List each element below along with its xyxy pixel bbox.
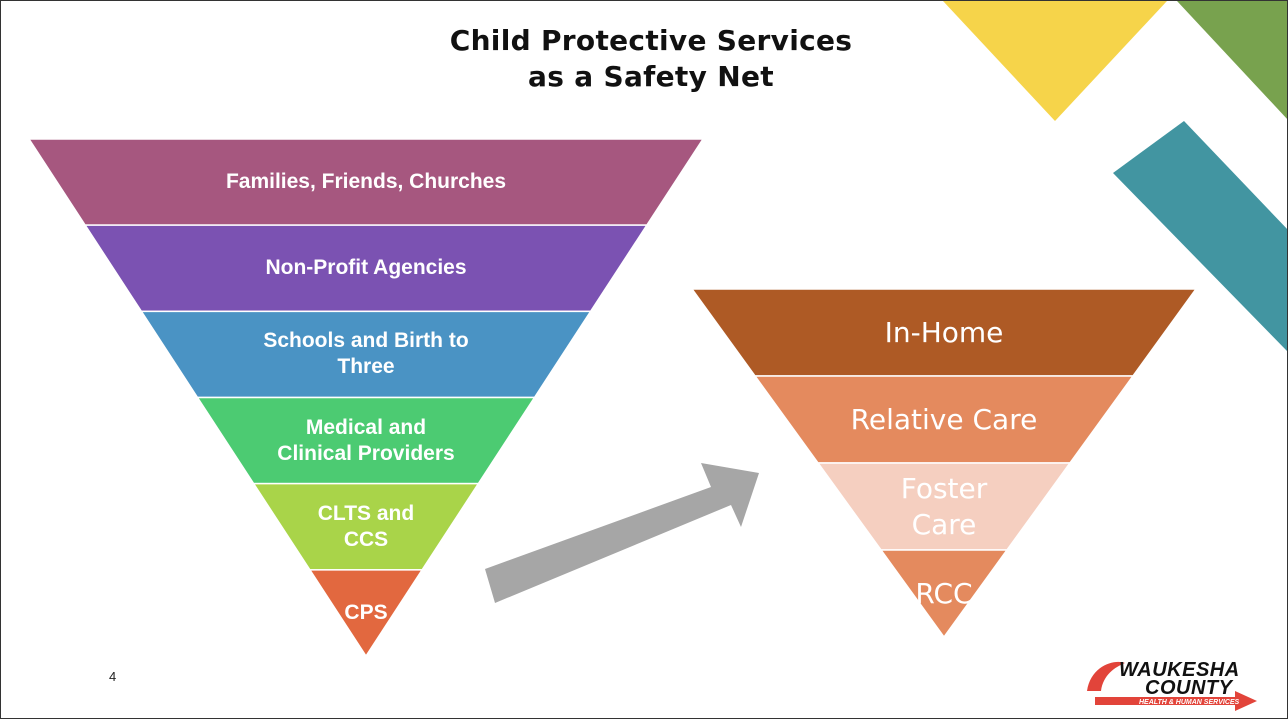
- left-tier-4-line-1: Medical and: [305, 415, 427, 439]
- logo-arrow-shape: [1095, 691, 1257, 711]
- right-tier-4: [879, 549, 1009, 639]
- left-tier-label-2: Non-Profit Agencies: [141, 225, 590, 311]
- right-tier-label-1: In-Home: [755, 289, 1133, 376]
- arrow-shape: [485, 463, 759, 603]
- logo-line-2: COUNTY: [1145, 677, 1233, 699]
- left-tier-label-6: CPS: [326, 570, 406, 656]
- logo-line-1: WAUKESHA: [1119, 659, 1240, 681]
- right-tier-label-4: RCC: [904, 550, 984, 637]
- county-logo: WAUKESHA COUNTY HEALTH & HUMAN SERVICES: [1085, 657, 1263, 713]
- right-tier-text-1: In-Home: [885, 315, 1004, 351]
- page-number: 4: [109, 669, 117, 684]
- title-line-1: Child Protective Services: [449, 24, 853, 57]
- logo-subtitle: HEALTH & HUMAN SERVICES: [1139, 699, 1240, 706]
- right-tier-4-line-1: RCC: [915, 576, 973, 610]
- left-tier-4-line-2: Clinical Providers: [277, 441, 455, 465]
- right-tier-3-line-2: Care: [911, 507, 977, 541]
- left-tier-1-line-1: Families, Friends, Churches: [225, 170, 507, 194]
- right-tier-text-2: Relative Care: [851, 402, 1038, 438]
- left-tier-3-line-2: Three: [337, 355, 395, 379]
- yellow-triangle-shape: [943, 1, 1167, 121]
- left-tier-text-1: Families, Friends, Churches: [226, 169, 506, 195]
- left-tier-label-1: Families, Friends, Churches: [85, 139, 647, 225]
- right-tier-text-4: RCC: [915, 576, 972, 612]
- slide-title: Child Protective Services as a Safety Ne…: [381, 23, 921, 95]
- right-tier-2-line-1: Relative Care: [850, 402, 1038, 436]
- left-tier-6: [308, 569, 424, 658]
- right-tier-3-line-1: Foster: [900, 471, 988, 505]
- left-tier-3-line-1: Schools and Birth to: [263, 329, 469, 353]
- teal-band-shape: [1113, 121, 1287, 351]
- left-tier-6-line-1: CPS: [344, 600, 388, 624]
- left-tier-text-2: Non-Profit Agencies: [265, 255, 466, 281]
- right-tier-1-line-1: In-Home: [884, 315, 1004, 349]
- right-tier-label-2: Relative Care: [818, 376, 1070, 463]
- left-tier-text-6: CPS: [344, 600, 387, 626]
- title-line-2: as a Safety Net: [528, 60, 774, 93]
- logo-emblem-shape: [1087, 661, 1125, 691]
- green-triangle-shape: [1177, 1, 1287, 119]
- left-tier-5-line-1: CLTS and: [317, 501, 415, 525]
- left-tier-5-line-2: CCS: [343, 527, 389, 551]
- left-tier-2-line-1: Non-Profit Agencies: [265, 256, 467, 280]
